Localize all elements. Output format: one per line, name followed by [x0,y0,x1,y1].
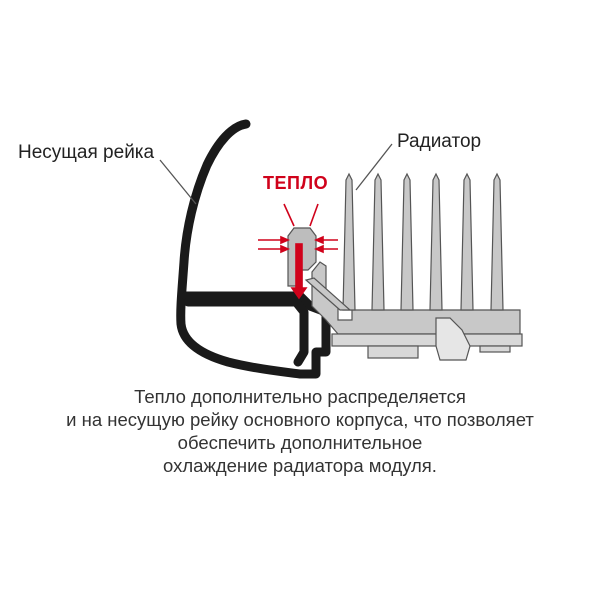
radiator-fin [490,172,504,311]
module-clip [435,317,471,361]
radiator-fin [400,172,414,311]
heat-down-arrowhead [290,287,308,300]
caption-line: обеспечить дополнительное [177,432,423,453]
heat-arrowhead [280,235,291,245]
module-board [331,317,523,361]
rail-leader-line [159,159,197,205]
module-component [367,345,419,359]
caption-line: и на несущую рейку основного корпуса, чт… [66,409,534,430]
heat-label: ТЕПЛО [263,173,329,193]
caption-line: охлаждение радиатора модуля. [163,455,437,476]
caption: Тепло дополнительно распределяется и на … [0,385,600,477]
heat-pointer-left [283,203,295,227]
heat-pointer-right [309,203,319,227]
radiator-fin [460,172,474,311]
heat-arrowhead [313,235,324,245]
radiator-fin [429,172,443,311]
radiator-fin [371,172,385,311]
heat-arrows [258,203,338,300]
radiator-label: Радиатор [397,131,482,152]
radiator-leader-line [355,143,393,191]
heat-down-arrow-shaft [295,243,303,291]
radiator-fin [342,172,356,311]
carrier-rail-outer-curve [176,119,331,379]
radiator [287,172,523,361]
module-pin [479,345,511,353]
caption-line: Тепло дополнительно распределяется [134,386,466,407]
radiator-fins [342,172,504,311]
heat-arrowhead [280,244,291,254]
radiator-link [304,277,352,311]
module-pcb [331,333,523,347]
carrier-rail-inner-edge [183,297,309,367]
carrier-rail-label: Несущая рейка [18,142,155,163]
heat-arrowhead [313,244,324,254]
